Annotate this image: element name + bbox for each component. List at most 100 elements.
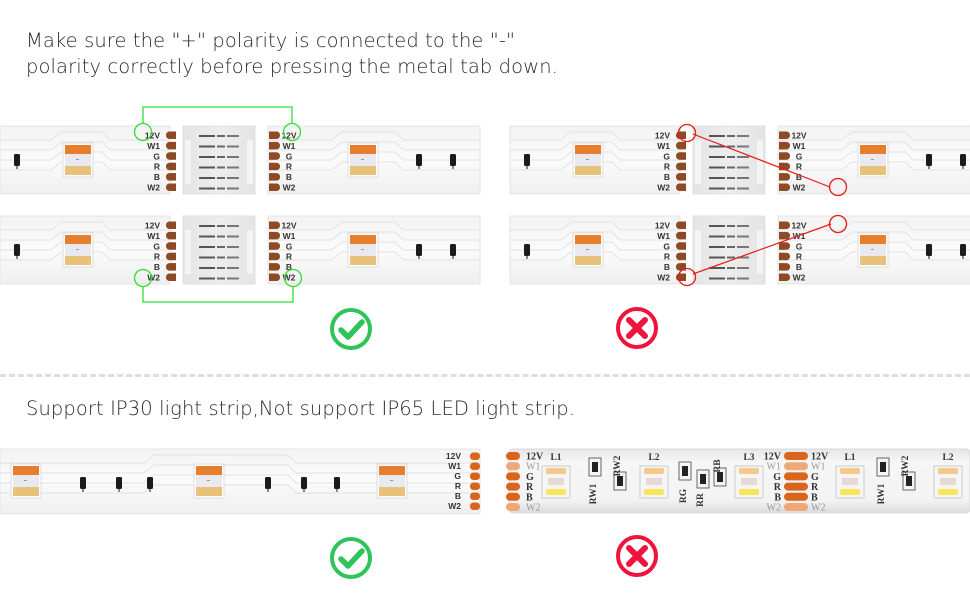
connector-body — [182, 215, 256, 285]
metal-contact — [737, 235, 749, 238]
resistor — [14, 154, 20, 169]
pin-label-w1: W1 — [147, 141, 160, 151]
metal-contact — [727, 256, 735, 259]
pcb-trace — [778, 131, 970, 141]
solder-pad-edge — [681, 141, 686, 150]
rgbw-led: L1 — [835, 453, 865, 499]
metal-contact — [217, 135, 225, 137]
rgbw-led: L2 — [639, 453, 669, 499]
led-orange-segment — [65, 145, 91, 154]
resistor-body — [416, 154, 422, 166]
metal-contact — [727, 156, 735, 158]
metal-contact — [227, 277, 239, 280]
pcb-trace — [510, 141, 680, 151]
pin-label-g: G — [811, 472, 819, 483]
pin-label-w1: W1 — [767, 462, 781, 473]
resistor-lead — [303, 489, 305, 492]
solder-pad-edge — [171, 221, 176, 229]
pin-label-g: G — [454, 471, 461, 481]
led-yellow-segment — [860, 256, 886, 265]
led-rgb-segment — [646, 478, 662, 485]
solder-pad — [781, 131, 790, 139]
pin-label-w2: W2 — [283, 183, 296, 193]
led-cool-segment — [739, 489, 759, 495]
check-circle-ring — [330, 537, 372, 579]
led-yellow-segment — [350, 256, 376, 265]
pin-label-r: R — [154, 162, 160, 172]
resistor-body — [301, 477, 307, 489]
wrong-connection-lines — [677, 123, 848, 287]
led-chip — [572, 232, 604, 268]
pin-label-b: B — [455, 491, 461, 501]
resistor — [416, 244, 422, 259]
resistor-lead — [82, 489, 84, 492]
pin-label-g: G — [286, 151, 293, 161]
solder-pad-edge — [681, 162, 686, 171]
resistor — [116, 477, 122, 492]
led-chip — [572, 142, 604, 178]
resistor-label: RR — [696, 493, 706, 507]
led-warm-segment — [644, 468, 664, 474]
connector-body — [692, 215, 766, 285]
led-label: L2 — [942, 453, 953, 463]
clip-connector — [692, 215, 766, 285]
solder-pad-edge — [171, 273, 176, 281]
resistor-body — [14, 244, 20, 256]
solder-pad-edge — [171, 162, 176, 171]
smd-resistor: RW2 — [613, 455, 627, 491]
metal-contact — [227, 135, 239, 137]
solder-pad — [271, 141, 280, 150]
smd-resistor: RW1 — [588, 457, 602, 504]
metal-contact — [709, 277, 725, 280]
led-chip — [347, 232, 379, 268]
led-yellow-segment — [13, 487, 39, 496]
solder-pad — [781, 141, 790, 150]
connection-line-12v — [142, 106, 293, 124]
pin-label-b: B — [286, 172, 292, 182]
metal-contact — [709, 256, 725, 259]
resistor-lead — [336, 489, 338, 492]
led-dot — [24, 480, 27, 481]
led-label: L3 — [743, 453, 754, 463]
pcb-trace — [0, 454, 480, 464]
solder-pad — [271, 221, 280, 229]
led-warm-segment — [739, 468, 759, 474]
resistor-body — [14, 154, 20, 166]
pcb-trace — [0, 131, 170, 141]
pin-label-w1: W1 — [448, 461, 461, 471]
metal-contact — [727, 225, 735, 227]
solder-pad — [470, 482, 480, 490]
metal-contact — [217, 256, 225, 259]
resistor — [524, 244, 530, 259]
smd-resistor: RR — [696, 469, 710, 507]
connector-side-left — [695, 230, 701, 274]
resistor-label: RW1 — [589, 483, 599, 504]
resistor — [450, 154, 456, 169]
metal-contact — [709, 177, 725, 179]
solder-pad — [781, 231, 790, 240]
solder-pad — [470, 452, 480, 460]
led-orange-segment — [379, 466, 405, 475]
x-mark — [626, 545, 648, 567]
wrong-line-w2-to-12v — [692, 223, 832, 275]
led-dot — [871, 159, 874, 160]
led-dot — [76, 159, 79, 160]
resistor — [80, 477, 86, 492]
pin-label-g: G — [663, 151, 670, 161]
resistor — [450, 244, 456, 259]
led-dot — [586, 249, 589, 250]
highlight-circle-12v-left — [677, 123, 697, 143]
resistor — [524, 154, 530, 169]
resistor-lead — [962, 256, 964, 259]
metal-contact — [217, 187, 225, 190]
highlight-circle-12v-right — [828, 214, 848, 234]
resistor-lead — [16, 256, 18, 259]
metal-contact — [709, 135, 725, 137]
pcb-trace — [0, 141, 170, 151]
